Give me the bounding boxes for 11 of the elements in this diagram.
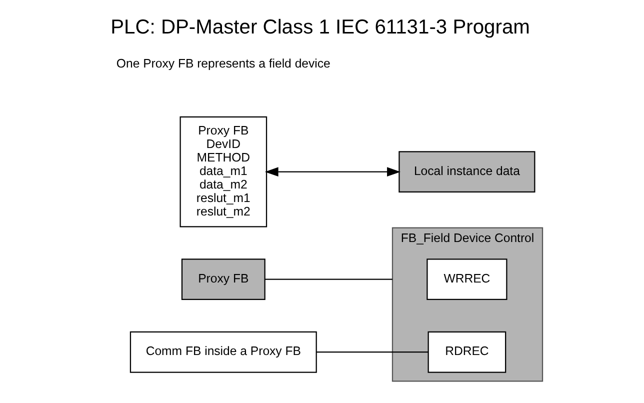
node-box: Local instance data [398, 151, 535, 193]
connector [264, 278, 392, 280]
node-box: Proxy FB DevID METHOD data_m1 data_m2 reslut_m1 reslut_m2 [179, 116, 267, 228]
node-box: RDREC [427, 331, 506, 373]
label: One Proxy FB represents a field device [116, 56, 330, 70]
node-box: WRREC [426, 258, 507, 300]
connector [316, 352, 428, 353]
diagram-title: PLC: DP-Master Class 1 IEC 61131-3 Program [110, 16, 530, 38]
node-box: Comm FB inside a Proxy FB [129, 331, 316, 373]
arrow [264, 167, 400, 177]
node-box: Proxy FB [180, 258, 265, 300]
